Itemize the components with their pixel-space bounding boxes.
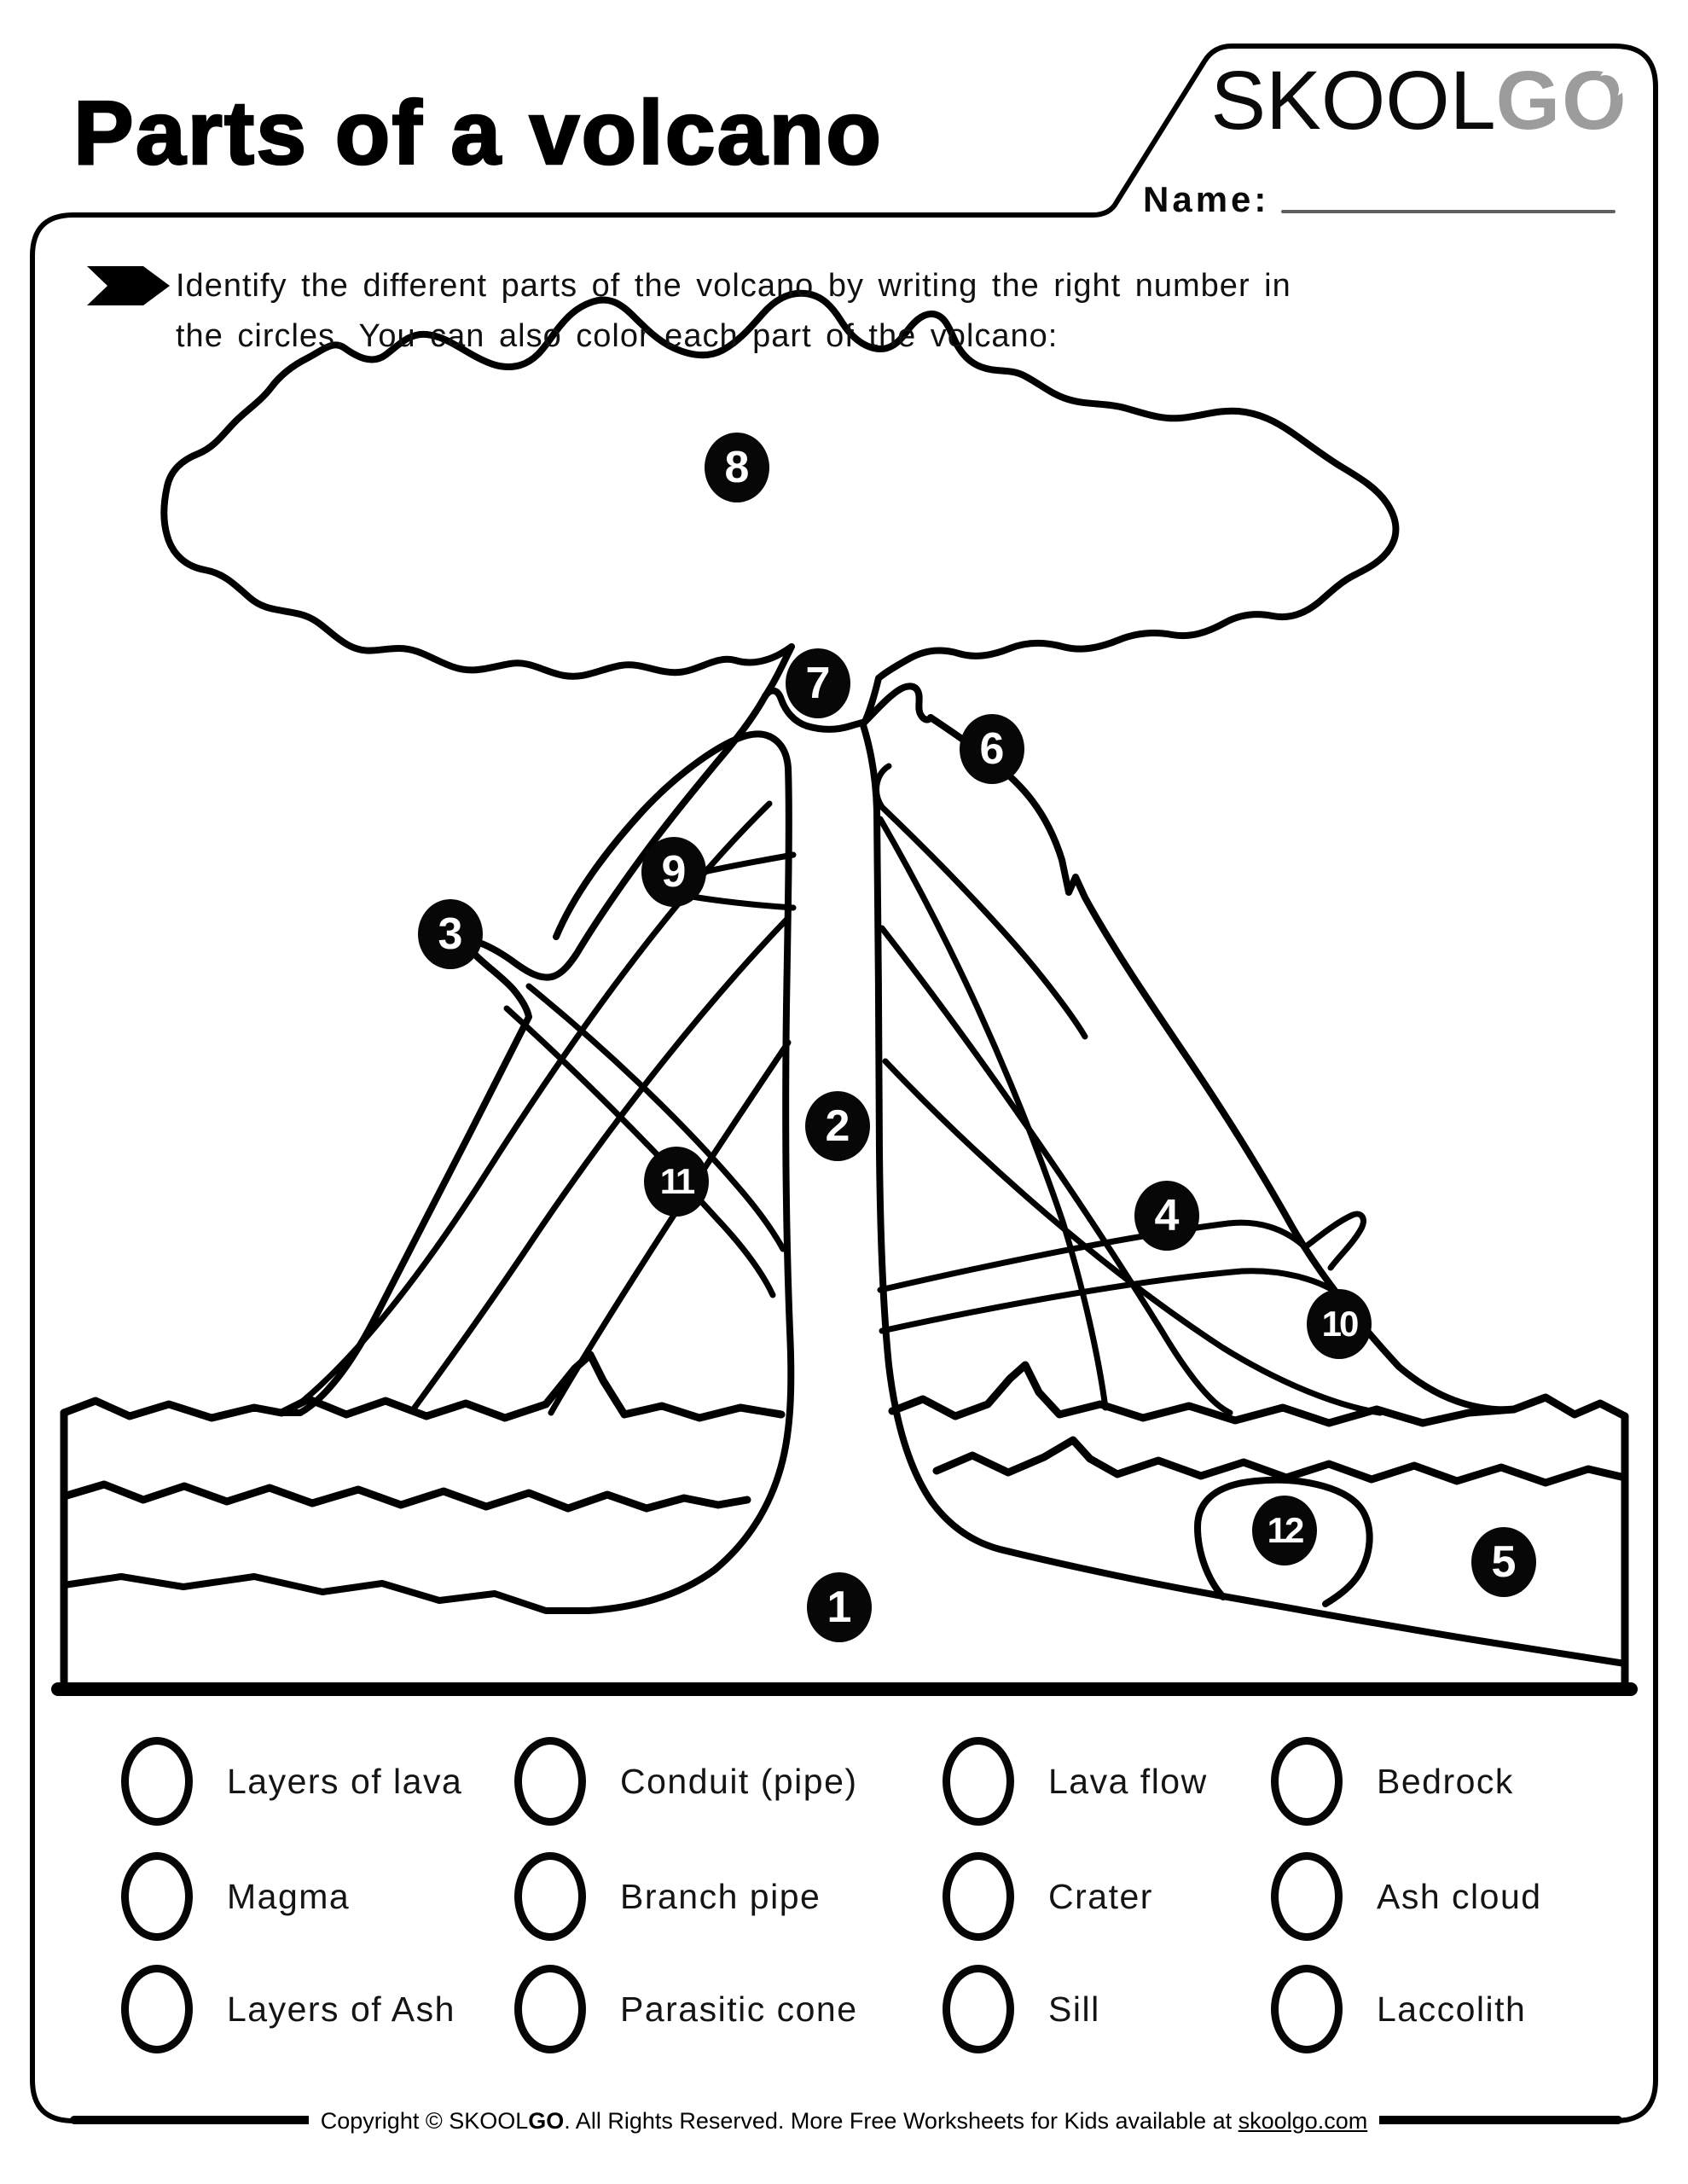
footer: Copyright © SKOOLGO. All Rights Reserved… — [0, 2104, 1688, 2138]
right-flank-outline — [927, 714, 1517, 1414]
name-input-line[interactable] — [1281, 210, 1615, 213]
page-title: Parts of a volcano — [73, 82, 884, 185]
bank-item-lava-flow: Lava flow — [943, 1737, 1208, 1826]
bank-item-parasitic-cone: Parasitic cone — [514, 1965, 858, 2053]
ground-surface-right — [888, 1361, 1629, 1427]
right-layer-line-1 — [877, 816, 1109, 1411]
bank-label: Layers of lava — [227, 1761, 463, 1801]
bank-item-laccolith: Laccolith — [1271, 1965, 1526, 2053]
footer-rule-left — [70, 2116, 314, 2124]
ash-cloud-outline — [160, 289, 1400, 682]
footer-rule-right — [1370, 2116, 1622, 2124]
footer-link[interactable]: skoolgo.com — [1238, 2108, 1368, 2134]
marker-circle-5: 5 — [1471, 1527, 1536, 1597]
branch-pipe-right-lower — [879, 1268, 1347, 1334]
bank-label: Branch pipe — [620, 1876, 821, 1916]
right-layer-line-2 — [879, 925, 1233, 1416]
ground-box-sides — [60, 1409, 1629, 1692]
bank-label: Layers of Ash — [227, 1989, 455, 2029]
answer-circle-magma[interactable] — [121, 1852, 193, 1941]
left-layer-line-2 — [411, 916, 790, 1411]
bank-label: Magma — [227, 1876, 351, 1916]
bank-item-conduit-pipe: Conduit (pipe) — [514, 1737, 858, 1826]
answer-circle-sill[interactable] — [943, 1965, 1014, 2053]
marker-circle-7: 7 — [786, 648, 850, 718]
answer-circle-branch-pipe[interactable] — [514, 1852, 586, 1941]
answer-circle-parasitic-cone[interactable] — [514, 1965, 586, 2053]
answer-circle-crater[interactable] — [943, 1852, 1014, 1941]
answer-circle-layers-of-ash[interactable] — [121, 1965, 193, 2053]
bank-label: Lava flow — [1048, 1761, 1208, 1801]
ground-surface-left — [60, 1350, 786, 1422]
footer-copyright-go: GO — [528, 2108, 565, 2134]
branch-pipe-left-upper — [525, 983, 786, 1252]
answer-circle-ash-cloud[interactable] — [1271, 1852, 1343, 1941]
conduit-right-wall — [860, 722, 1628, 1667]
bank-item-branch-pipe: Branch pipe — [514, 1852, 821, 1941]
answer-circle-lava-flow[interactable] — [943, 1737, 1014, 1826]
answer-circle-layers-of-lava[interactable] — [121, 1737, 193, 1826]
instructions-line-2: the circles. You can also color each par… — [176, 318, 1059, 354]
marker-circle-12: 12 — [1252, 1496, 1317, 1565]
branch-pipe-right-upper — [877, 1219, 1307, 1293]
bank-label: Parasitic cone — [620, 1989, 858, 2029]
marker-circle-1: 1 — [807, 1572, 872, 1642]
right-layer-line-3 — [882, 1058, 1383, 1416]
bank-label: Laccolith — [1377, 1989, 1527, 2029]
logo-text-skool: SKOOL — [1210, 54, 1496, 147]
skoolgo-logo: SKOOLGO — [1196, 53, 1643, 148]
stratum-line-right — [932, 1436, 1629, 1487]
answer-circle-bedrock[interactable] — [1271, 1737, 1343, 1826]
conduit-left-wall — [61, 730, 795, 1614]
left-flank-outline — [278, 693, 769, 1416]
marker-circle-11: 11 — [644, 1147, 709, 1217]
lava-flow-line — [873, 763, 1088, 1040]
marker-circle-9: 9 — [641, 837, 706, 907]
footer-rights: . All Rights Reserved. More Free Workshe… — [564, 2108, 1238, 2134]
stratum-line-left — [60, 1480, 751, 1513]
bank-label: Crater — [1048, 1876, 1153, 1916]
parasitic-cone-spur — [1302, 1211, 1366, 1271]
instruction-arrow-icon — [87, 266, 170, 305]
instructions: Identify the different parts of the volc… — [176, 261, 1291, 362]
bank-item-ash-cloud: Ash cloud — [1271, 1852, 1542, 1941]
bank-item-crater: Crater — [943, 1852, 1153, 1941]
laccolith-outline — [1194, 1476, 1373, 1607]
marker-circle-4: 4 — [1134, 1181, 1199, 1251]
bank-label: Ash cloud — [1377, 1876, 1542, 1916]
answer-circle-conduit-pipe[interactable] — [514, 1737, 586, 1826]
bank-label: Sill — [1048, 1989, 1100, 2029]
bank-item-bedrock: Bedrock — [1271, 1737, 1514, 1826]
bank-item-sill: Sill — [943, 1965, 1100, 2053]
bank-label: Conduit (pipe) — [620, 1761, 858, 1801]
answer-circle-laccolith[interactable] — [1271, 1965, 1343, 2053]
marker-circle-8: 8 — [705, 433, 769, 502]
frame-border — [30, 44, 1658, 2123]
bank-label: Bedrock — [1377, 1761, 1514, 1801]
marker-circle-10: 10 — [1307, 1289, 1372, 1359]
footer-copyright: Copyright © SKOOL — [320, 2108, 529, 2134]
bank-item-layers-of-ash: Layers of Ash — [121, 1965, 455, 2053]
branch-pipe-left-lower — [503, 1005, 776, 1298]
bank-item-layers-of-lava: Layers of lava — [121, 1737, 462, 1826]
marker-circle-6: 6 — [960, 714, 1024, 784]
marker-circle-3: 3 — [418, 899, 483, 969]
crater-right-rim — [861, 682, 934, 725]
bank-item-magma: Magma — [121, 1852, 350, 1941]
crater-bowl — [762, 687, 868, 733]
logo-text-go: GO — [1495, 54, 1628, 147]
instructions-line-1: Identify the different parts of the volc… — [176, 268, 1291, 304]
name-label: Name: — [1143, 179, 1270, 219]
marker-circle-2: 2 — [805, 1091, 870, 1161]
